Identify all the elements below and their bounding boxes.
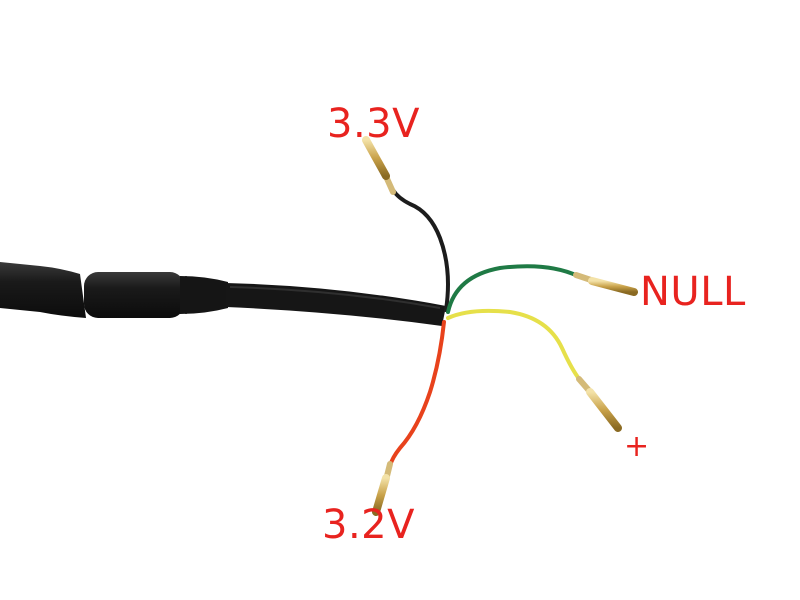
label-3-3v: 3.3V — [327, 101, 420, 147]
pin-icon — [372, 474, 390, 516]
green-wire — [446, 264, 580, 314]
cable-icon — [226, 283, 446, 326]
pin-icon — [586, 388, 622, 432]
connector-icon — [0, 262, 228, 318]
pin-icon — [588, 277, 638, 296]
red-wire — [388, 320, 446, 468]
label-null: NULL — [640, 269, 746, 315]
label-plus: + — [624, 429, 650, 464]
pin-icon — [362, 136, 390, 180]
yellow-wire — [446, 308, 582, 382]
label-3-2v: 3.2V — [322, 502, 415, 548]
black-wire — [391, 188, 450, 312]
